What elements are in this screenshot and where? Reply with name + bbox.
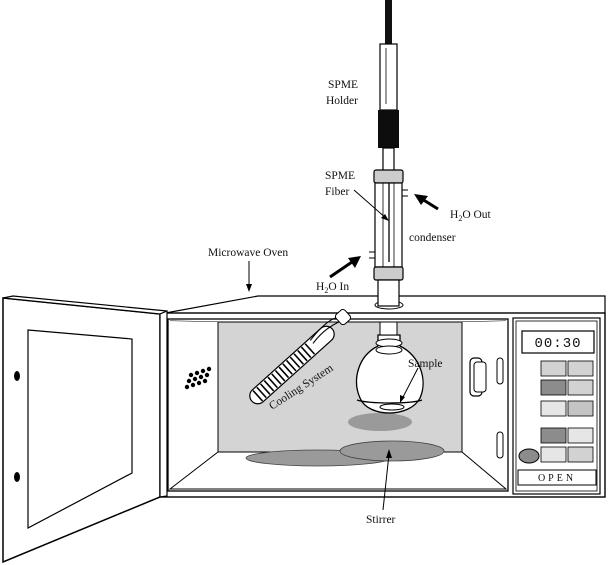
lower-joint — [373, 266, 404, 281]
oven-door — [2, 295, 168, 564]
flask-shadow — [348, 413, 412, 431]
cavity-back-wall — [217, 321, 463, 453]
key-10[interactable] — [567, 446, 594, 463]
spme-rod — [385, 0, 392, 44]
timer-display — [521, 330, 595, 354]
label-spme-fiber-1: SPME — [325, 170, 355, 182]
door-latch-top — [14, 371, 20, 381]
key-2[interactable] — [567, 360, 594, 377]
key-3[interactable] — [540, 379, 567, 396]
start-knob[interactable] — [518, 448, 540, 464]
stir-bar — [379, 403, 405, 411]
key-8[interactable] — [567, 427, 594, 444]
key-6[interactable] — [567, 400, 594, 417]
door-latch-bottom — [14, 472, 20, 482]
sample-liquid-surface — [356, 399, 423, 404]
sample-flask — [356, 334, 424, 414]
key-1[interactable] — [540, 360, 567, 377]
stirrer-plate-right — [339, 440, 445, 462]
key-9[interactable] — [540, 446, 567, 463]
key-5[interactable] — [540, 400, 567, 417]
label-stirrer: Stirrer — [366, 514, 396, 526]
timer-readout: 00:30 — [534, 336, 581, 352]
cooling-system — [249, 308, 352, 405]
label-sample: Sample — [408, 358, 443, 370]
label-spme-fiber-2: Fiber — [325, 186, 349, 198]
spme-holder-barrel — [379, 43, 398, 111]
label-h2o-out: H2O Out — [450, 209, 492, 223]
latch-hook-bottom — [496, 431, 504, 459]
annotation-arrows — [246, 189, 439, 511]
control-panel: 00:30 OPEN — [512, 317, 601, 495]
keypad — [540, 360, 594, 463]
open-button-label: OPEN — [538, 473, 576, 484]
door-window — [27, 329, 133, 529]
spme-assembly — [369, 0, 408, 336]
label-spme-holder-1: SPME — [328, 79, 358, 91]
label-h2o-in: H2O In — [316, 281, 349, 295]
upper-joint — [373, 169, 404, 184]
label-spme-holder-2: Holder — [326, 95, 358, 107]
spme-holder-grip — [378, 110, 399, 148]
label-condenser: condenser — [409, 232, 456, 244]
stirrer — [245, 413, 445, 467]
key-4[interactable] — [567, 379, 594, 396]
open-button[interactable] — [517, 469, 597, 486]
label-microwave-oven: Microwave Oven — [208, 247, 288, 259]
vent-holes — [184, 366, 212, 390]
cooling-coil — [252, 343, 316, 402]
latch-hook-top — [496, 357, 504, 385]
key-7[interactable] — [540, 427, 567, 444]
